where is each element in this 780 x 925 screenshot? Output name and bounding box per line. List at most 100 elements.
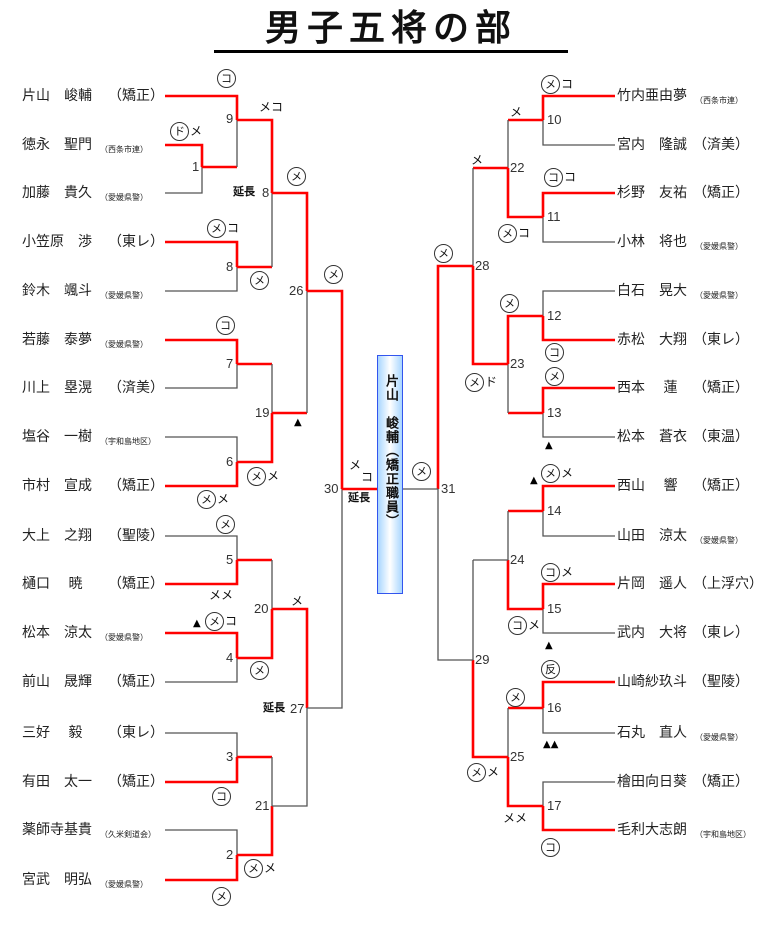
circled-point-icon: メ [250,271,269,290]
score-mark: メ [434,244,453,263]
champion-name: 片山 峻輔（矯正職員） [383,374,398,528]
match-number: 12 [547,308,562,323]
score-mark: 反 [541,660,560,679]
player-team: （矯正） [693,380,749,396]
point-text: メ [267,469,280,483]
player-name: 山崎紗玖斗 [617,674,687,690]
player-name: 武内 大将 [617,625,687,641]
point-text: コ [227,221,240,235]
bracket-line [542,290,615,316]
player-name: 山田 涼太 [617,528,687,544]
winner-line [165,757,239,784]
player-name: 西山 響 [617,478,678,494]
player-team: （聖陵） [108,528,164,544]
winner-line [165,240,239,267]
circled-point-icon: メ [506,688,525,707]
player-team: （聖陵） [693,674,749,690]
score-mark: コメ [541,563,573,582]
winner-line [541,316,615,342]
triangle-mark: ▲ [530,475,538,486]
player-team: （愛媛県警） [100,880,148,889]
player-team: （矯正） [693,774,749,790]
score-mark: メメ [467,763,499,782]
winner-line [237,413,274,464]
match-number: 31 [441,481,456,496]
score-text: メ [349,458,362,472]
champion-box: 片山 峻輔（矯正職員） [377,355,403,594]
player-name: 西本 蓮 [617,380,678,396]
match-number: 23 [510,356,525,371]
score-mark: コ [545,343,564,362]
score-mark: メ [250,661,269,680]
player-name: 市村 宣成 [22,478,92,494]
circled-point-icon: メ [500,294,519,313]
player-team: （宇和島地区） [100,437,156,446]
circled-point-icon: メ [412,462,431,481]
point-text: コ [564,170,577,184]
match-number: 20 [254,601,269,616]
circled-point-icon: メ [434,244,453,263]
circled-point-icon: メ [465,373,484,392]
winner-line [307,289,344,489]
player-team: （矯正） [108,88,164,104]
circled-point-icon: コ [212,787,231,806]
bracket-line [165,535,238,560]
score-mark: メコ [498,224,530,243]
winner-line [272,607,309,708]
point-text: メ [528,618,541,632]
score-mark: メ [500,294,519,313]
winner-line [506,757,543,808]
winner-line [541,94,615,120]
point-text: メ [217,492,230,506]
player-team: （矯正） [108,478,164,494]
player-name: 薬師寺基貴 [22,822,92,838]
score-mark: メメ [244,859,276,878]
bracket-line [542,708,615,734]
score-mark: コ [217,69,236,88]
score-mark: メ [212,887,231,906]
player-name: 松本 涼太 [22,625,92,641]
score-text: メメ [503,811,528,825]
score-text: コ [361,470,374,484]
player-team: （愛媛県警） [100,633,148,642]
player-name: 有田 太一 [22,774,92,790]
match-number: 10 [547,112,562,127]
point-text: メ [561,565,574,579]
bracket-line [165,658,238,683]
point-text: コ [518,226,531,240]
page-title: 男子五将の部 [214,6,568,53]
player-name: 大上 之翔 [22,528,92,544]
player-name: 塩谷 一樹 [22,429,92,445]
score-mark: ココ [544,168,576,187]
bracket-line [165,364,238,389]
player-team: （矯正） [108,774,164,790]
score-mark: メコ [205,612,237,631]
player-team: （矯正） [108,674,164,690]
match-number: 14 [547,503,562,518]
circled-point-icon: メ [207,219,226,238]
player-name: 樋口 暁 [22,576,83,592]
bracket-line [272,708,308,807]
match-number: 24 [510,552,525,567]
bracket-line [165,829,238,855]
point-text: コ [561,77,574,91]
score-mark: メメ [197,490,229,509]
player-team: （東レ） [693,332,749,348]
score-text: メメ [209,588,234,602]
match-number: 25 [510,749,525,764]
player-team: （宇和島地区） [695,830,751,839]
score-text: メ [471,153,484,167]
winner-line [506,314,543,364]
triangle-mark: ▲ [545,640,553,651]
winner-line [471,660,508,759]
match-number: 8 [262,185,270,200]
score-mark: メ [545,367,564,386]
player-team: （愛媛県警） [695,733,743,742]
bracket-line [165,436,238,462]
bracket-line [165,167,203,194]
match-number: 7 [226,356,234,371]
score-mark: メコ [541,75,573,94]
circled-point-icon: メ [498,224,517,243]
score-mark: メ [287,167,306,186]
circled-point-icon: メ [467,763,486,782]
